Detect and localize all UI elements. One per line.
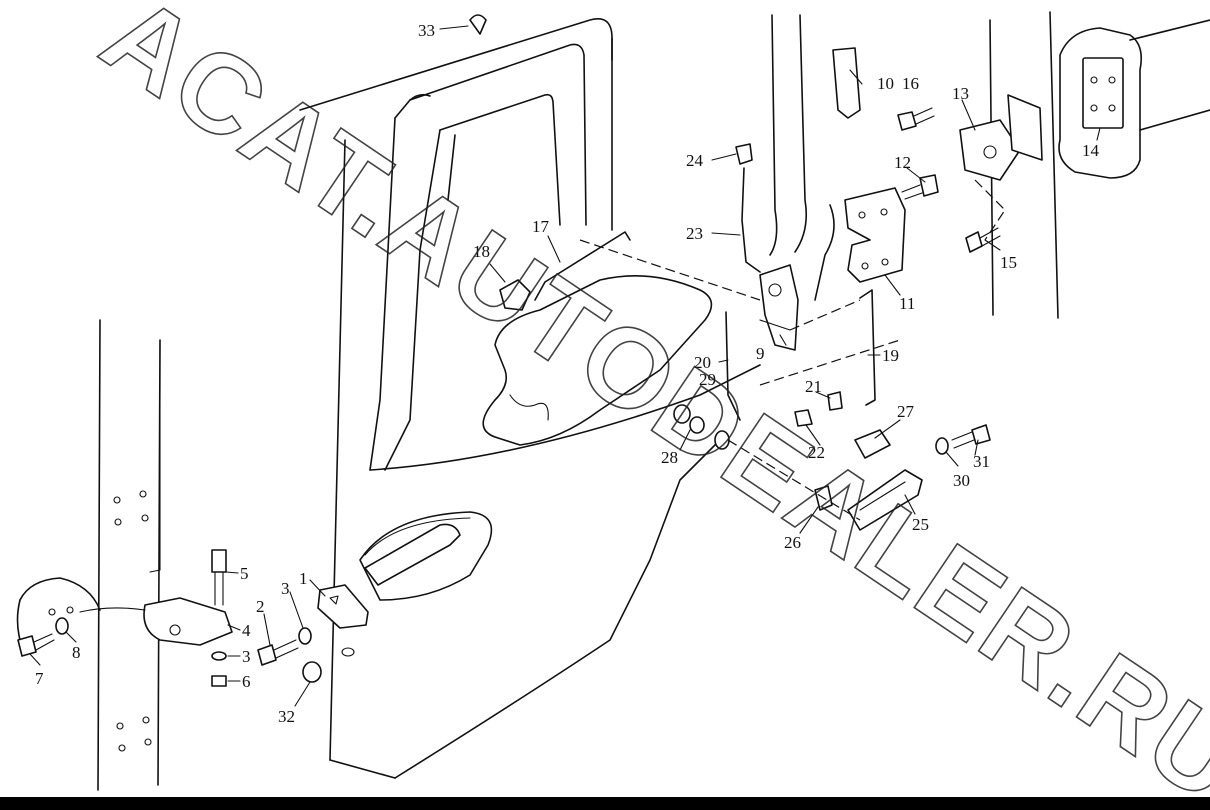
- callout-20: 20: [694, 353, 711, 372]
- bottom-black-bar: [0, 797, 1210, 810]
- callout-5: 5: [240, 564, 249, 583]
- callout-28: 28: [661, 448, 678, 467]
- leader-lines: [29, 25, 1101, 707]
- callout-11: 11: [899, 294, 915, 313]
- callout-31: 31: [973, 452, 990, 471]
- callout-14: 14: [1082, 141, 1100, 160]
- callout-6: 6: [242, 672, 251, 691]
- callout-17: 17: [532, 217, 550, 236]
- callout-8: 8: [72, 643, 81, 662]
- callout-15: 15: [1000, 253, 1017, 272]
- callout-9: 9: [756, 344, 765, 363]
- callout-33: 33: [418, 21, 435, 40]
- callout-1: 1: [299, 569, 308, 588]
- callout-10: 10: [877, 74, 894, 93]
- lock-assembly: [469, 14, 1043, 531]
- callout-30: 30: [953, 471, 970, 490]
- callout-21: 21: [805, 377, 822, 396]
- callout-3-lower: 3: [242, 647, 251, 666]
- callout-22: 22: [808, 443, 825, 462]
- callout-18: 18: [473, 242, 490, 261]
- alignment-lines: [579, 179, 1006, 521]
- callout-19: 19: [882, 346, 899, 365]
- callout-7: 7: [35, 669, 44, 688]
- cab-body-outline: [16, 11, 1210, 791]
- callout-4: 4: [242, 621, 251, 640]
- callout-labels: 33 10 16 13 14 12 15 11 24 23 17 18 19 9…: [35, 21, 1100, 726]
- callout-25: 25: [912, 515, 929, 534]
- callout-16: 16: [902, 74, 919, 93]
- hinge-assembly: [17, 523, 461, 687]
- callout-12: 12: [894, 153, 911, 172]
- callout-29: 29: [699, 370, 716, 389]
- callout-24: 24: [686, 151, 704, 170]
- callout-26: 26: [784, 533, 801, 552]
- callout-27: 27: [897, 402, 915, 421]
- callout-32: 32: [278, 707, 295, 726]
- callout-3-upper: 3: [281, 579, 290, 598]
- callout-2: 2: [256, 597, 265, 616]
- callout-23: 23: [686, 224, 703, 243]
- callout-13: 13: [952, 84, 969, 103]
